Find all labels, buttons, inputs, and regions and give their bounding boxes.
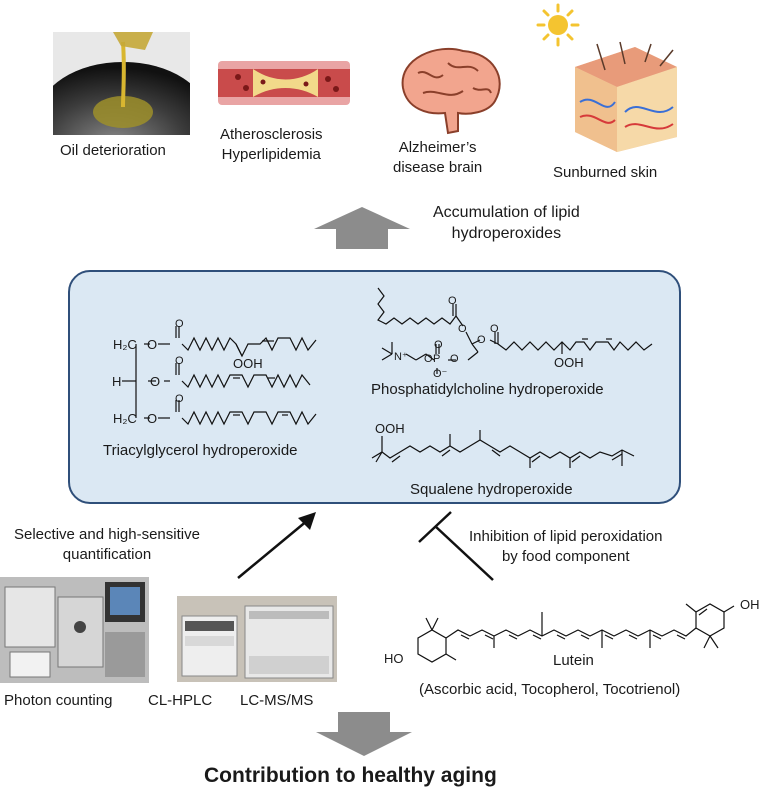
healthy-aging-title: Contribution to healthy aging <box>204 764 497 787</box>
cl-hplc-photo <box>177 596 337 682</box>
pc-o-p-top: O <box>434 339 443 351</box>
squalene-structure <box>371 430 635 468</box>
phosphatidylcholine-label: Phosphatidylcholine hydroperoxide <box>371 381 604 398</box>
selective-quantification-label: Selective and high-sensitive quantificat… <box>14 525 200 564</box>
atherosclerosis-label: Atherosclerosis Hyperlipidemia <box>220 125 323 164</box>
tag-o-bottom: O <box>147 411 158 426</box>
accumulation-line1: Accumulation of lipid <box>433 204 580 221</box>
photon-counting-label: Photon counting <box>4 692 113 709</box>
accumulation-arrow <box>314 207 410 249</box>
lutein-structure <box>417 603 735 663</box>
pc-n-plus: N⁺ <box>394 351 408 363</box>
atherosclerosis-line1: Atherosclerosis <box>220 126 323 143</box>
hyperlipidemia-line2: Hyperlipidemia <box>221 145 321 163</box>
alzheimers-label: Alzheimer’s disease brain <box>393 138 482 177</box>
oil-label: Oil deterioration <box>60 142 166 159</box>
healthy-aging-arrow <box>316 712 412 756</box>
antioxidants-label: (Ascorbic acid, Tocopherol, Tocotrienol) <box>419 681 681 698</box>
pc-ooh: OOH <box>554 355 584 370</box>
cl-hplc-label: CL-HPLC <box>148 692 213 709</box>
accumulation-label: Accumulation of lipid hydroperoxides <box>433 203 580 245</box>
tag-ooh: OOH <box>233 356 263 371</box>
sun-icon <box>536 3 580 47</box>
quantification-arrow <box>237 512 316 579</box>
lutein-label: Lutein <box>553 652 594 669</box>
tag-carbonyl-o-mid: O <box>175 355 184 367</box>
pc-o-ester1: O <box>458 323 467 335</box>
triacylglycerol-structure <box>122 326 317 426</box>
tag-h2c-bottom: H₂C <box>113 411 137 426</box>
pc-o-ester2: O <box>477 334 486 346</box>
pc-o-minus: O⁻ <box>433 368 448 380</box>
triacylglycerol-label: Triacylglycerol hydroperoxide <box>103 442 298 459</box>
squalene-label: Squalene hydroperoxide <box>410 481 573 498</box>
phosphatidylcholine-structure <box>377 287 653 374</box>
hydroperoxide-box <box>68 270 681 504</box>
inhibition-label: Inhibition of lipid peroxidation by food… <box>469 527 662 566</box>
artery-illustration <box>218 55 350 111</box>
selective-line2: quantification <box>62 545 152 563</box>
tag-o-mid: O <box>150 374 161 389</box>
lutein-ho: HO <box>384 651 404 666</box>
brain-illustration <box>393 43 507 135</box>
lc-ms-label: LC-MS/MS <box>240 692 314 709</box>
tag-h: H <box>112 374 122 389</box>
inhibition-arrow <box>418 511 494 581</box>
pc-o-top: O <box>448 295 457 307</box>
pc-o-link1: O <box>424 353 433 365</box>
tag-carbonyl-o-top: O <box>175 318 184 330</box>
squalene-ooh: OOH <box>375 421 405 436</box>
tag-h2c-top: H₂C <box>113 337 137 352</box>
pc-o-link2: O <box>450 353 459 365</box>
pc-p: P <box>433 353 441 365</box>
pc-o-carbonyl2: O <box>490 323 499 335</box>
selective-line1: Selective and high-sensitive <box>14 526 200 543</box>
inhibition-line2: by food component <box>501 547 630 565</box>
accumulation-line2: hydroperoxides <box>451 224 562 242</box>
sunburned-skin-label: Sunburned skin <box>553 164 658 181</box>
alzheimers-line1: Alzheimer’s <box>398 139 477 156</box>
inhibition-line1: Inhibition of lipid peroxidation <box>469 528 663 545</box>
alzheimers-line2: disease brain <box>393 158 483 176</box>
oil-photo <box>53 32 190 135</box>
photon-counting-photo <box>0 577 149 683</box>
tag-o-top: O <box>147 337 158 352</box>
lutein-oh: OH <box>740 597 760 612</box>
skin-illustration <box>565 41 683 154</box>
tag-carbonyl-o-bottom: O <box>175 393 184 405</box>
